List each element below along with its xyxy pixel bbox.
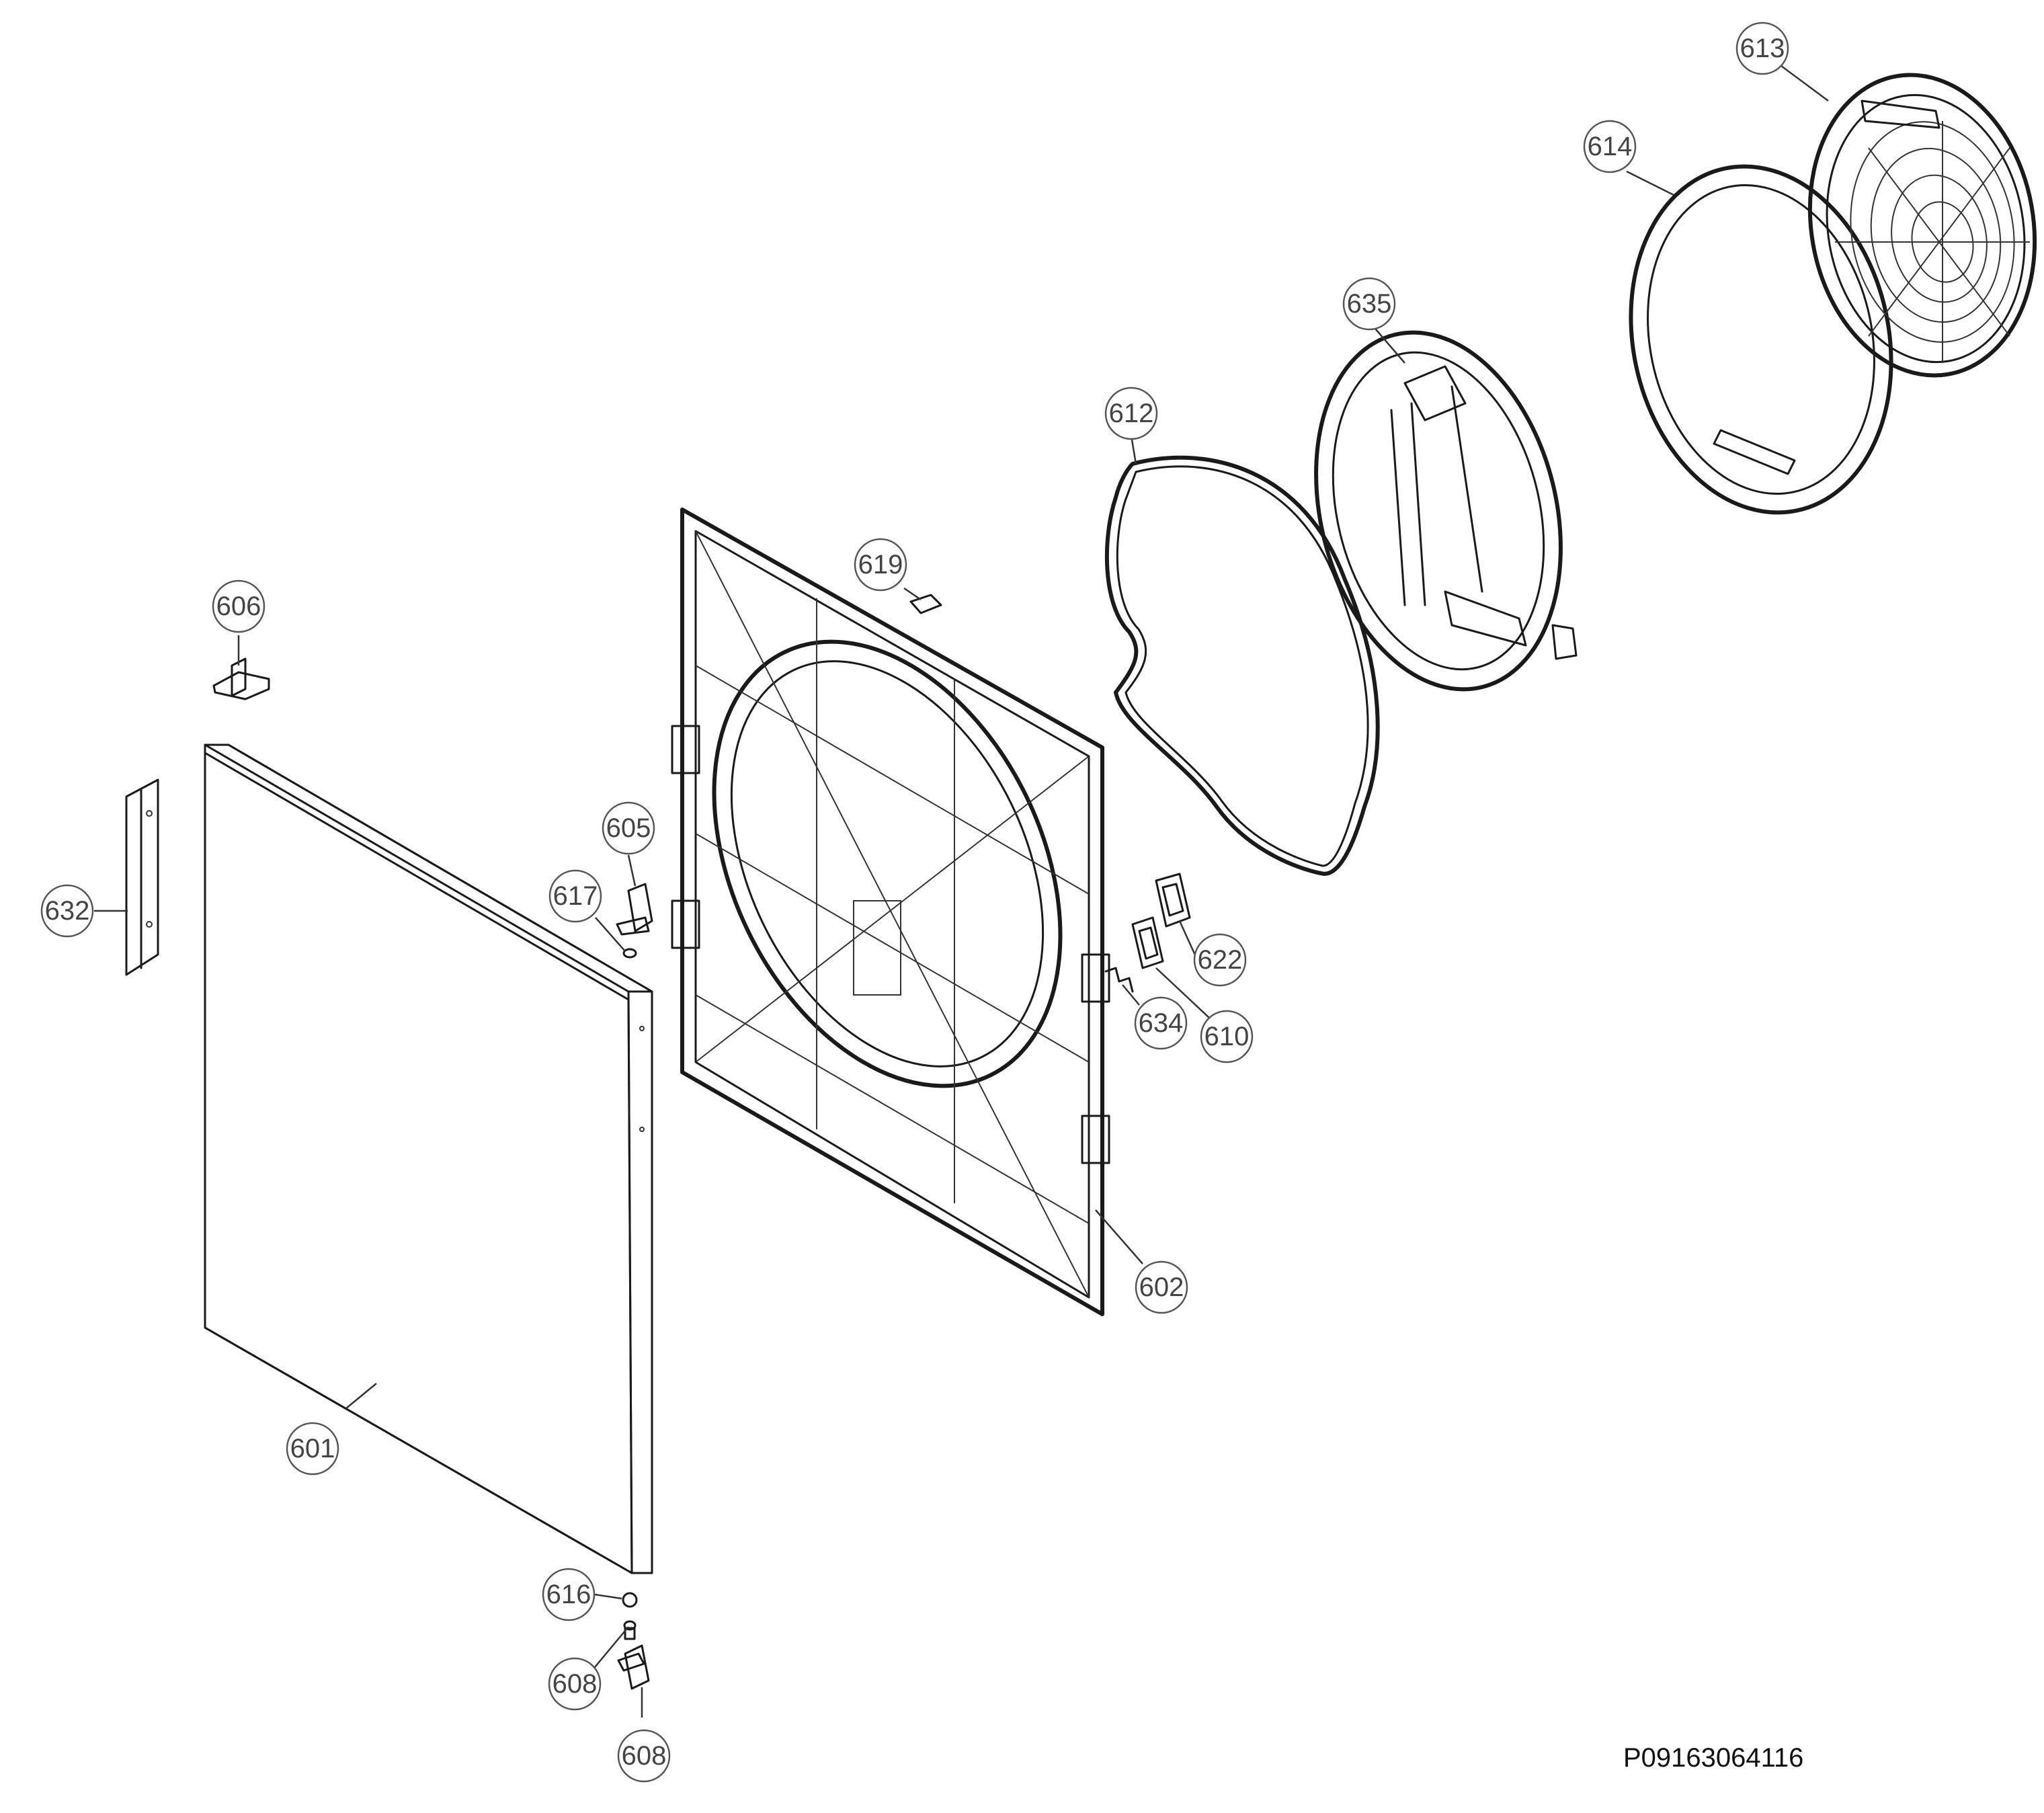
leader-lines bbox=[94, 65, 1829, 1718]
outer-door-613 bbox=[1807, 73, 2037, 378]
lock-part-622 bbox=[1155, 873, 1191, 928]
washer-617 bbox=[622, 948, 637, 959]
spring-634 bbox=[1104, 967, 1134, 993]
inner-ring-635 bbox=[1314, 330, 1578, 692]
svg-text:608: 608 bbox=[553, 1669, 598, 1699]
hinge-608 bbox=[617, 1620, 650, 1690]
svg-text:614: 614 bbox=[1588, 132, 1633, 161]
svg-text:605: 605 bbox=[606, 813, 651, 843]
callout-602: 602 bbox=[1135, 1260, 1188, 1314]
svg-text:622: 622 bbox=[1198, 945, 1243, 975]
svg-text:617: 617 bbox=[553, 881, 598, 911]
callout-617: 617 bbox=[548, 869, 602, 923]
callout-610: 610 bbox=[1200, 1010, 1254, 1063]
callout-622: 622 bbox=[1193, 933, 1247, 987]
callout-608-lower: 608 bbox=[617, 1729, 671, 1783]
callout-601: 601 bbox=[286, 1422, 339, 1476]
lock-part-610 bbox=[1131, 916, 1164, 969]
callout-619: 619 bbox=[854, 538, 907, 592]
document-id: P09163064116 bbox=[1623, 1743, 1803, 1773]
svg-text:601: 601 bbox=[290, 1434, 335, 1463]
handle-strip-632 bbox=[125, 778, 159, 976]
svg-text:634: 634 bbox=[1139, 1008, 1184, 1038]
callout-635: 635 bbox=[1342, 277, 1396, 331]
callout-634: 634 bbox=[1134, 996, 1188, 1050]
hinge-bracket-606 bbox=[212, 657, 270, 700]
svg-text:613: 613 bbox=[1740, 34, 1785, 63]
callout-616: 616 bbox=[542, 1568, 596, 1621]
callout-613: 613 bbox=[1735, 22, 1789, 75]
svg-text:612: 612 bbox=[1109, 399, 1154, 428]
callout-632: 632 bbox=[40, 884, 94, 938]
bracket-605 bbox=[616, 883, 653, 936]
svg-text:635: 635 bbox=[1347, 289, 1392, 319]
svg-text:606: 606 bbox=[216, 592, 261, 621]
clip-619 bbox=[909, 594, 942, 614]
svg-text:608: 608 bbox=[622, 1741, 667, 1771]
svg-text:610: 610 bbox=[1204, 1022, 1250, 1051]
callout-614: 614 bbox=[1583, 120, 1637, 173]
svg-text:619: 619 bbox=[858, 550, 903, 579]
callout-606: 606 bbox=[212, 579, 265, 633]
callout-605: 605 bbox=[602, 801, 655, 855]
svg-text:602: 602 bbox=[1139, 1273, 1184, 1302]
front-frame-602 bbox=[671, 508, 1110, 1316]
callout-612: 612 bbox=[1104, 387, 1158, 440]
door-seal-612 bbox=[1104, 455, 1380, 876]
svg-text:616: 616 bbox=[546, 1580, 591, 1609]
callout-608-upper: 608 bbox=[548, 1657, 602, 1711]
door-panel-601 bbox=[204, 743, 653, 1574]
svg-text:632: 632 bbox=[45, 896, 90, 926]
nut-616 bbox=[622, 1592, 638, 1608]
